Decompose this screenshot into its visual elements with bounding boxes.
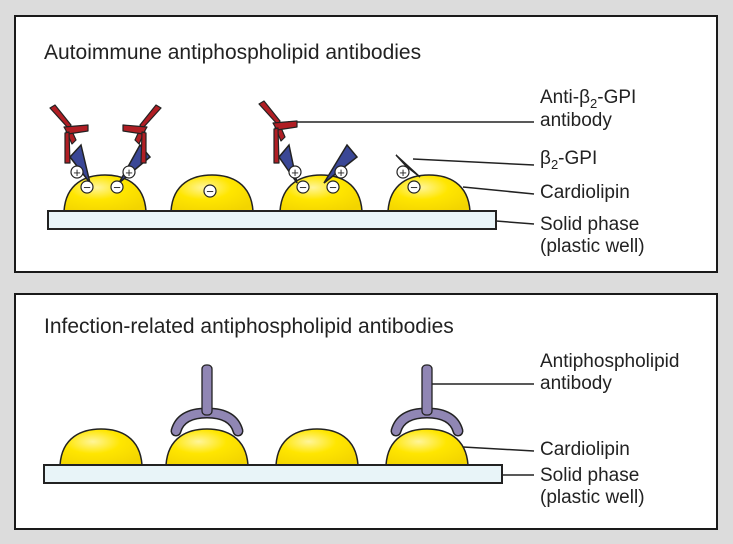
cardiolipin-mound [385,428,469,466]
negative-charge: − [296,180,310,195]
autoimmune-panel: Autoimmune antiphospholipid antibodies [14,15,718,273]
infection-panel: Infection-related antiphospholipid antib… [14,293,718,530]
antiphospholipid-antibody [390,364,464,437]
cardiolipin-mound [387,174,471,212]
autoimmune-diagram: + + + + + − − − − − − [47,100,535,230]
negative-charge: − [203,184,217,199]
antiphospholipid-antibody [170,364,244,437]
b2gpi-molecule [395,154,421,178]
anti-b2gpi-antibody [49,104,89,164]
infection-diagram [43,364,535,484]
anti-b2gpi-antibody [122,104,162,164]
cardiolipin-mound [59,428,143,466]
svg-text:+: + [337,165,345,180]
positive-charge: + [288,165,302,180]
panel-title-autoimmune: Autoimmune antiphospholipid antibodies [44,41,422,64]
positive-charge: + [122,165,136,180]
cardiolipin-leader-line [462,446,535,452]
negative-charge: − [326,180,340,195]
cardiolipin-mound [63,174,147,212]
svg-text:−: − [113,180,121,195]
anti-b2gpi-antibody [258,100,298,164]
negative-charge: − [407,180,421,195]
solid-phase-leader-line [495,220,535,225]
negative-charge: − [80,180,94,195]
cardiolipin-mound [165,428,249,466]
cardiolipin-label: Cardiolipin [540,182,630,203]
antiphospholipid-antibody-label: Antiphospholipid antibody [540,351,680,394]
solid-phase-label: Solid phase (plastic well) [540,214,645,257]
b2gpi-label: β2-GPI [540,148,598,172]
svg-text:−: − [83,180,91,195]
anti-b2gpi-antibody-label: Anti-β2-GPI antibody [540,87,637,131]
cardiolipin-mound [279,174,363,212]
b2gpi-leader-line [412,158,535,166]
positive-charge: + [334,165,348,180]
solid-phase-strip [43,464,503,484]
negative-charge: − [110,180,124,195]
solid-phase-label: Solid phase (plastic well) [540,465,645,508]
solid-phase-strip [47,210,497,230]
panel-title-infection: Infection-related antiphospholipid antib… [44,315,454,338]
svg-text:−: − [329,180,337,195]
cardiolipin-mound [275,428,359,466]
positive-charge: + [70,165,84,180]
svg-text:+: + [291,165,299,180]
svg-text:−: − [410,180,418,195]
svg-text:+: + [125,165,133,180]
positive-charge: + [396,165,410,180]
svg-text:+: + [399,165,407,180]
cardiolipin-label: Cardiolipin [540,439,630,460]
cardiolipin-leader-line [462,186,535,195]
svg-text:−: − [299,180,307,195]
svg-text:−: − [206,184,214,199]
svg-text:+: + [73,165,81,180]
